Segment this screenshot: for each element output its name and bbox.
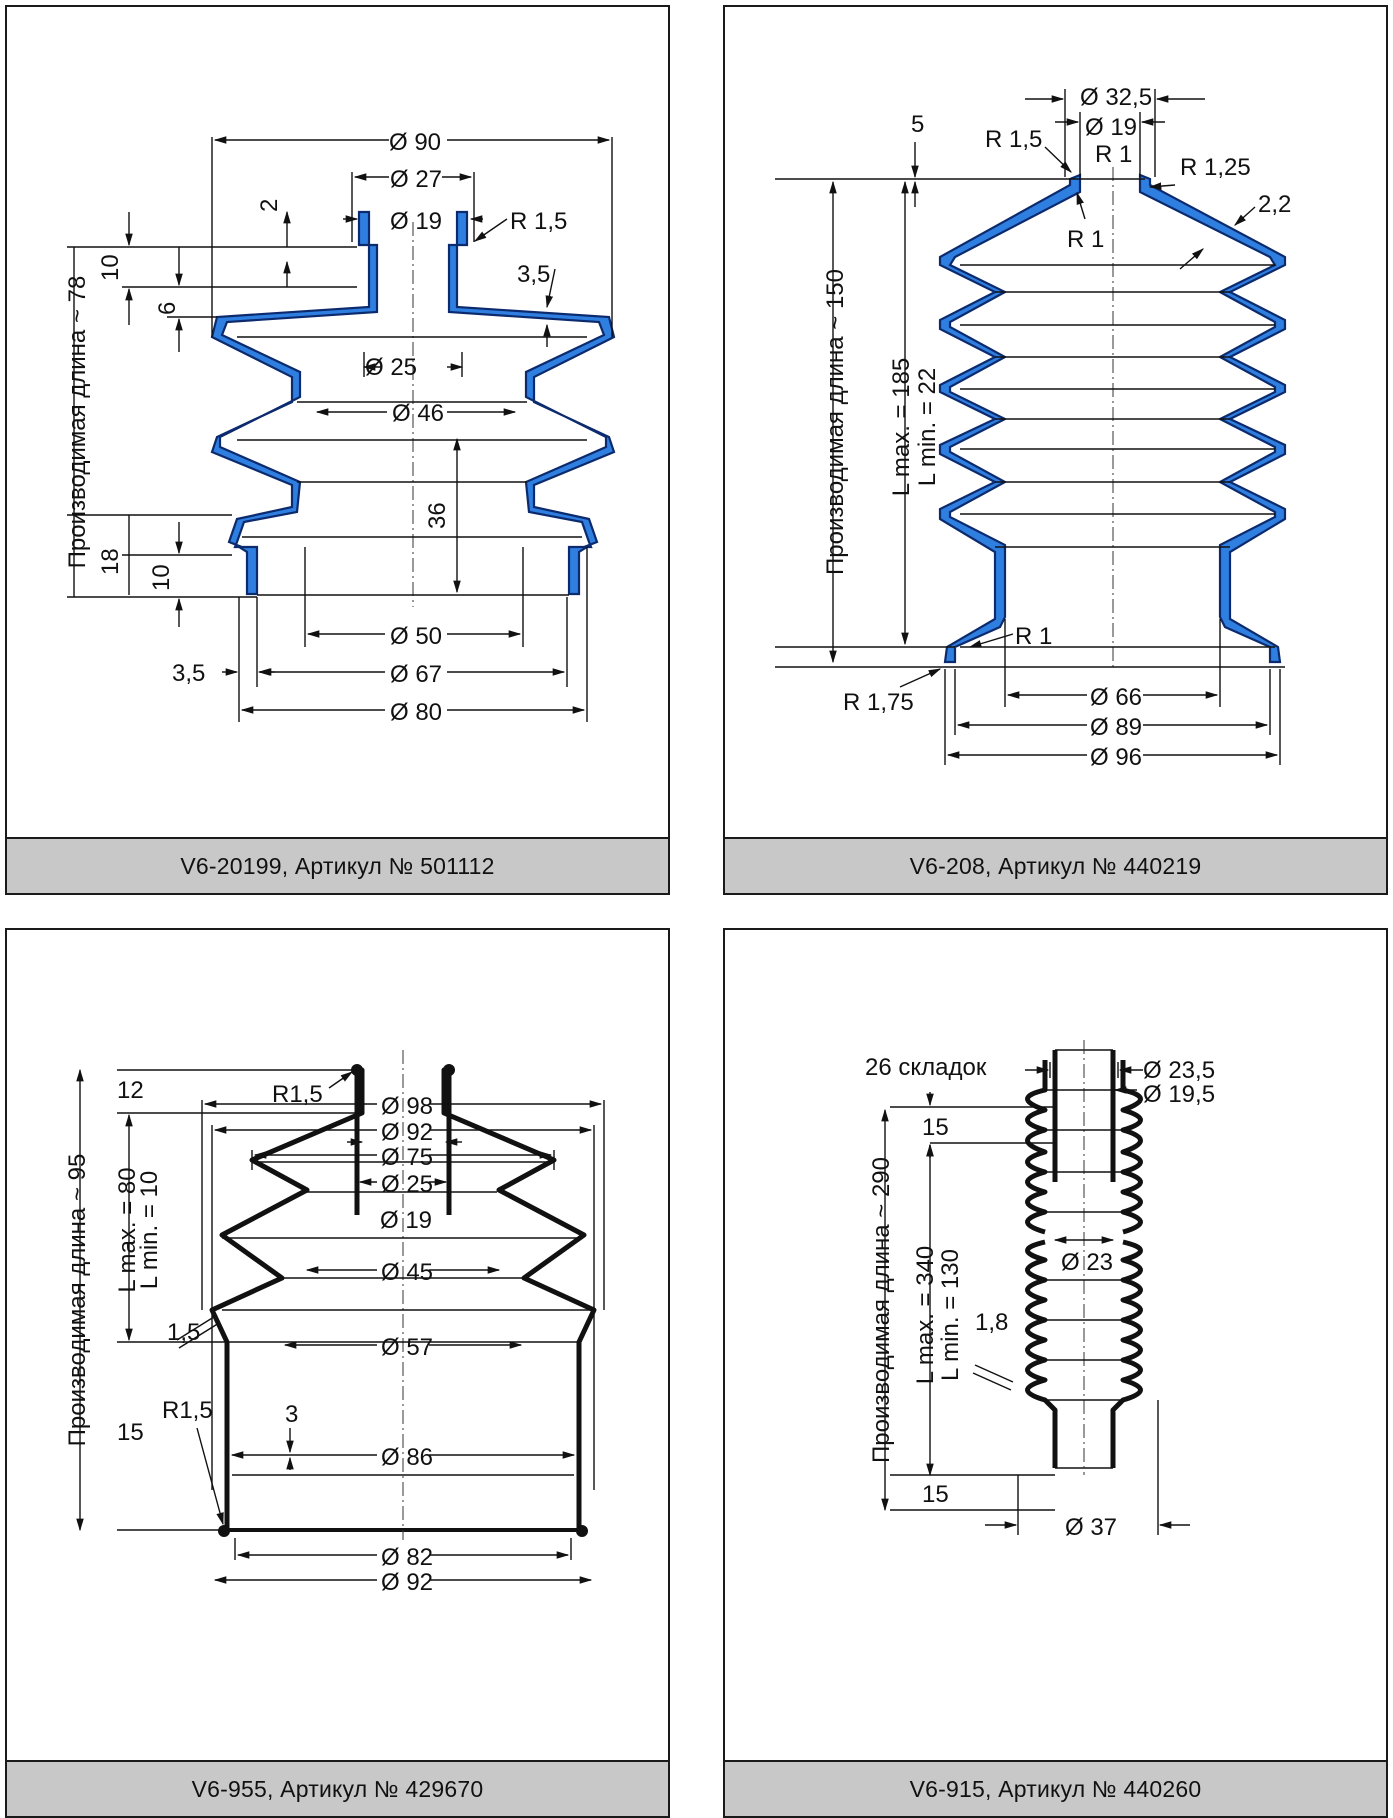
bellows-drawing-v6-20199: Ø 90 Ø 27 Ø 19 R 1,5 Ø 25 Ø 46 2 10 6 3,…: [64, 129, 616, 726]
corner-dot: [218, 1525, 230, 1537]
fold-lines: [1045, 1089, 1123, 1401]
dim-h15a: 15: [922, 1114, 949, 1141]
drawing-panel-v6-20199: Ø 90 Ø 27 Ø 19 R 1,5 Ø 25 Ø 46 2 10 6 3,…: [5, 5, 670, 895]
dim-d98: Ø 98: [381, 1093, 433, 1120]
dim-d90: Ø 90: [389, 129, 441, 156]
drawing-panel-v6-955: Ø 98 Ø 92 Ø 75 Ø 25 12 R1,5 Ø 19 1,5 Ø 4…: [5, 928, 670, 1818]
label-r175: R 1,75: [843, 689, 914, 716]
label-length: Производимая длина ~ 290: [868, 1157, 895, 1463]
label-length: Производимая длина ~ 150: [822, 269, 849, 575]
dim-h3: 3: [285, 1401, 298, 1428]
label-r125: R 1,25: [1180, 154, 1251, 181]
label-lmin: L min. = 22: [914, 368, 941, 487]
dim-h36: 36: [424, 502, 451, 529]
dim-d235: Ø 23,5: [1143, 1057, 1215, 1084]
dim-d86: Ø 86: [381, 1444, 433, 1471]
panel-caption: V6-20199, Артикул № 501112: [7, 837, 668, 893]
dim-d92b: Ø 92: [381, 1569, 433, 1596]
dim-t35a: 3,5: [517, 261, 550, 288]
label-lmin: L min. = 130: [937, 1249, 964, 1381]
dim-d96: Ø 96: [1090, 744, 1142, 771]
dim-h12: 12: [117, 1077, 144, 1104]
label-lmin: L min. = 10: [136, 1171, 163, 1290]
dim-d92: Ø 92: [381, 1119, 433, 1146]
dim-h2: 2: [256, 199, 283, 212]
dim-d195: Ø 19,5: [1143, 1081, 1215, 1108]
dim-h15: 15: [117, 1419, 144, 1446]
dim-d67: Ø 67: [390, 661, 442, 688]
bellows-outline-right: [441, 1067, 597, 1530]
dim-d89: Ø 89: [1090, 714, 1142, 741]
dim-d57: Ø 57: [381, 1334, 433, 1361]
dim-h10b: 10: [148, 564, 175, 591]
drawing-panel-v6-915: 26 складок Ø 23,5 Ø 19,5 15 Производимая…: [723, 928, 1388, 1818]
label-r1c: R 1: [1015, 623, 1052, 650]
bellows-outline-left: [209, 1067, 365, 1530]
corner-dot: [576, 1525, 588, 1537]
label-r15: R 1,5: [510, 208, 567, 235]
dim-d50: Ø 50: [390, 623, 442, 650]
dim-t22: 2,2: [1258, 191, 1291, 218]
bellows-drawing-v6-208: Ø 32,5 Ø 19 5 R 1,5 R 1 R 1,25 2,2 R 1 П…: [775, 84, 1291, 771]
fold-lines: [950, 264, 1285, 668]
dim-d45: Ø 45: [381, 1259, 433, 1286]
label-r15b: R1,5: [162, 1397, 213, 1424]
bellows-body-right: [1138, 173, 1287, 664]
bellows-drawing-v6-915: 26 складок Ø 23,5 Ø 19,5 15 Производимая…: [865, 1040, 1215, 1541]
drawing-panel-v6-208: Ø 32,5 Ø 19 5 R 1,5 R 1 R 1,25 2,2 R 1 П…: [723, 5, 1388, 895]
label-folds: 26 складок: [865, 1054, 987, 1081]
label-r1b: R 1: [1067, 226, 1104, 253]
label-lmax: L max. = 340: [912, 1246, 939, 1385]
dim-d80: Ø 80: [390, 699, 442, 726]
dim-h18: 18: [97, 548, 124, 575]
dim-h6: 6: [154, 302, 181, 315]
dim-d46: Ø 46: [392, 400, 444, 427]
dim-d25: Ø 25: [381, 1171, 433, 1198]
dim-d82: Ø 82: [381, 1544, 433, 1571]
dim-d325: Ø 32,5: [1080, 84, 1152, 111]
panel-caption: V6-915, Артикул № 440260: [725, 1760, 1386, 1816]
panel-caption: V6-208, Артикул № 440219: [725, 837, 1386, 893]
dim-d27: Ø 27: [390, 166, 442, 193]
dim-d19: Ø 19: [390, 208, 442, 235]
dim-h5: 5: [911, 111, 924, 138]
label-length: Производимая длина ~ 78: [64, 276, 91, 569]
dim-d19: Ø 19: [1085, 114, 1137, 141]
dim-h10: 10: [97, 254, 124, 281]
dim-d66: Ø 66: [1090, 684, 1142, 711]
label-r15a: R1,5: [272, 1081, 323, 1108]
bellows-outline-right: [1110, 1050, 1143, 1468]
dim-t35b: 3,5: [172, 660, 205, 687]
dim-h15b: 15: [922, 1481, 949, 1508]
label-r1a: R 1: [1095, 141, 1132, 168]
bellows-body-right: [447, 210, 616, 596]
label-length: Производимая длина ~ 95: [64, 1154, 91, 1447]
dim-t18: 1,8: [975, 1309, 1008, 1336]
label-lmax: L max. = 80: [114, 1167, 141, 1292]
corner-dot: [443, 1064, 455, 1076]
dim-d19: Ø 19: [380, 1207, 432, 1234]
dim-d23: Ø 23: [1061, 1249, 1113, 1276]
label-lmax: L max. = 185: [888, 358, 915, 497]
dim-d75: Ø 75: [381, 1144, 433, 1171]
bellows-body-left: [938, 173, 1082, 664]
bellows-body: [210, 210, 379, 596]
panel-caption: V6-955, Артикул № 429670: [7, 1760, 668, 1816]
bellows-drawing-v6-955: Ø 98 Ø 92 Ø 75 Ø 25 12 R1,5 Ø 19 1,5 Ø 4…: [64, 1050, 605, 1596]
bellows-outline-left: [1025, 1050, 1058, 1468]
dim-d37: Ø 37: [1065, 1514, 1117, 1541]
label-r15: R 1,5: [985, 126, 1042, 153]
